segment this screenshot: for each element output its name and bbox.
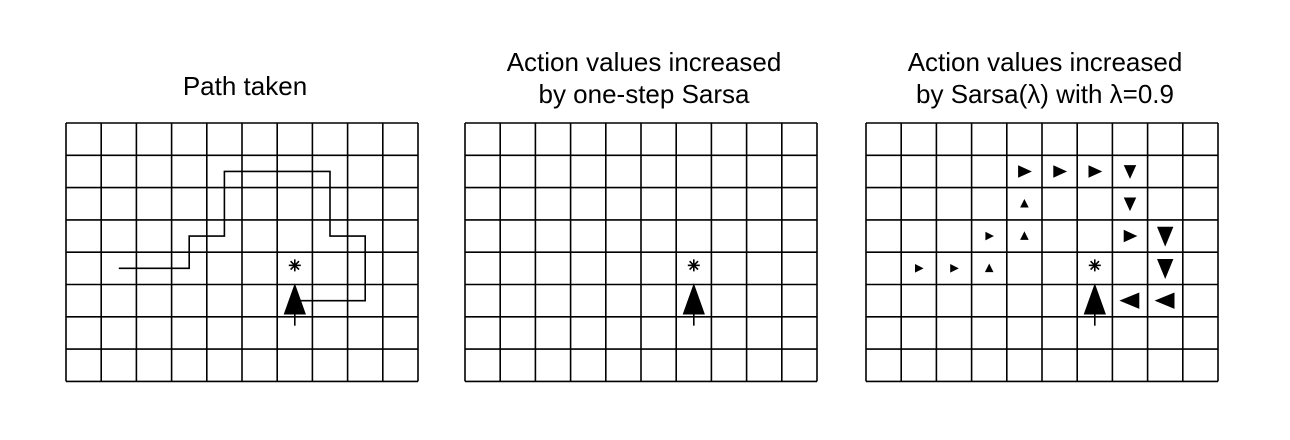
action-arrow-right [1018, 165, 1032, 178]
action-arrow-down [1123, 197, 1137, 212]
arrow-head [1088, 165, 1103, 178]
arrow-head [1154, 292, 1175, 309]
goal-marker [1088, 259, 1101, 272]
action-arrow-down [1157, 226, 1174, 247]
panel-title-line-1: Action values increased [506, 47, 782, 77]
arrow-head [1123, 197, 1137, 212]
goal-stroke [689, 260, 699, 271]
arrow-head [1123, 229, 1138, 243]
action-arrow-up [1020, 198, 1029, 208]
one-step-sarsa-grid [464, 122, 818, 383]
action-arrow-right [1053, 165, 1068, 178]
arrow-head [1157, 259, 1174, 279]
action-arrow-right [914, 264, 924, 273]
action-arrow-up [682, 283, 705, 326]
action-arrow-up [984, 263, 994, 273]
arrow-head [1119, 292, 1140, 309]
panel-title: Action values increased by one-step Sars… [464, 46, 824, 110]
arrow-head [283, 283, 306, 315]
panel-title: Action values increased by Sarsa(λ) with… [865, 46, 1225, 110]
action-arrow-up [1020, 231, 1029, 240]
path-taken-grid [65, 122, 419, 383]
panel-title-line-1: Path taken [182, 71, 308, 101]
action-arrow-right [950, 264, 959, 273]
arrow-head [1157, 226, 1174, 247]
panel-path-taken: Path taken [65, 0, 425, 440]
action-arrow-down [1157, 259, 1174, 279]
arrow-head [985, 231, 994, 241]
arrow-head [1053, 165, 1068, 178]
sarsa-lambda-grid [865, 122, 1219, 383]
action-arrow-right [1123, 229, 1138, 243]
panel-title-line-2: by one-step Sarsa [538, 79, 750, 109]
action-arrow-left [1119, 292, 1140, 309]
arrow-head [1018, 165, 1032, 178]
action-arrow-right [1088, 165, 1103, 178]
panel-sarsa-lambda: Action values increased by Sarsa(λ) with… [865, 0, 1225, 440]
panel-title-line-2: by Sarsa(λ) with λ=0.9 [916, 79, 1174, 109]
arrow-head [1123, 165, 1137, 179]
arrow-head [1083, 283, 1106, 315]
action-arrow-up [1083, 283, 1106, 326]
arrow-head [950, 264, 959, 273]
goal-stroke [1090, 260, 1100, 271]
arrow-head [682, 283, 705, 315]
action-arrow-down [1123, 165, 1137, 179]
panel-one-step-sarsa: Action values increased by one-step Sars… [464, 0, 824, 440]
goal-marker [687, 259, 700, 272]
action-arrow-up [283, 283, 306, 326]
action-arrow-left [1154, 292, 1175, 309]
panel-title-line-1: Action values increased [907, 47, 1183, 77]
panel-title: Path taken [65, 46, 425, 102]
arrow-head [984, 263, 994, 273]
goal-marker [288, 259, 301, 272]
arrow-head [914, 264, 924, 273]
agent-path [118, 170, 367, 302]
goal-stroke [290, 260, 300, 271]
arrow-head [1020, 198, 1029, 208]
arrow-head [1020, 231, 1029, 240]
action-arrow-right [985, 231, 994, 241]
